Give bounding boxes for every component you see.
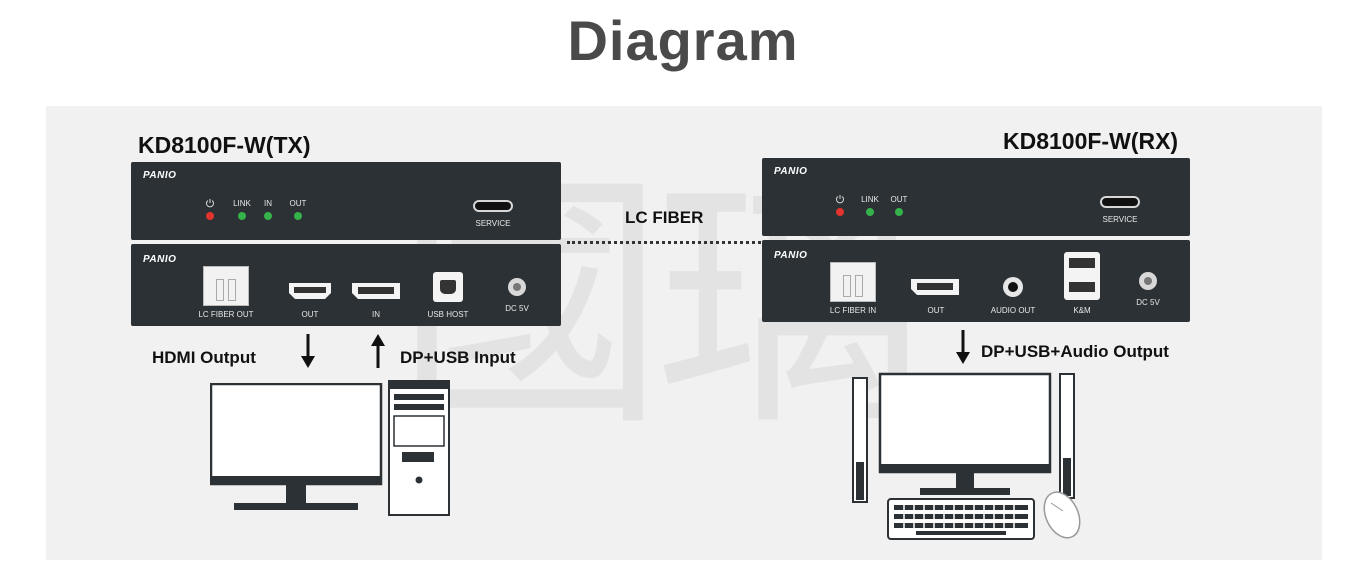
tx-service-port bbox=[473, 200, 513, 212]
arrow-down-icon bbox=[301, 334, 315, 368]
tx-indicator-in-label: IN bbox=[264, 199, 272, 208]
rx-indicator-out-label: OUT bbox=[890, 195, 908, 204]
arrow-down-icon bbox=[956, 330, 970, 364]
rx-rear-brand-logo: PANIO bbox=[774, 250, 808, 261]
tx-front-panel: PANIO LINK IN OUT SERVICE bbox=[131, 162, 561, 240]
rx-km-label: K&M bbox=[1073, 306, 1091, 315]
tx-usb-host-label: USB HOST bbox=[427, 310, 469, 319]
tx-dc-power-label: DC 5V bbox=[505, 304, 529, 313]
rx-service-label: SERVICE bbox=[1102, 215, 1138, 224]
speaker-icon bbox=[852, 377, 868, 503]
rx-service-port bbox=[1100, 196, 1140, 208]
keyboard-icon bbox=[887, 498, 1035, 540]
rx-dp-out-label: OUT bbox=[927, 306, 945, 315]
tx-hdmi-out-port bbox=[289, 283, 331, 299]
rx-front-brand-logo: PANIO bbox=[774, 166, 808, 177]
tx-rear-panel: PANIO LC FIBER OUT OUT IN USB HOST DC 5V bbox=[131, 244, 561, 326]
rx-out-led bbox=[895, 208, 903, 216]
rx-lc-fiber-in-port bbox=[830, 262, 876, 302]
tx-dc-power-port bbox=[508, 278, 526, 296]
tx-out-led bbox=[294, 212, 302, 220]
tx-front-brand-logo: PANIO bbox=[143, 170, 177, 181]
tx-power-led bbox=[206, 212, 214, 220]
tx-hdmi-out-label: OUT bbox=[301, 310, 319, 319]
tx-in-led bbox=[264, 212, 272, 220]
tx-hdmi-output-caption: HDMI Output bbox=[152, 348, 256, 367]
tx-rear-brand-logo: PANIO bbox=[143, 254, 177, 265]
rx-dp-usb-audio-output-caption: DP+USB+Audio Output bbox=[981, 342, 1169, 361]
mouse-icon bbox=[1043, 491, 1081, 539]
tx-link-led bbox=[238, 212, 246, 220]
tx-device-title: KD8100F-W(TX) bbox=[138, 132, 311, 158]
pc-tower-icon bbox=[388, 380, 450, 516]
tx-lc-fiber-out-port bbox=[203, 266, 249, 306]
rx-device-title: KD8100F-W(RX) bbox=[1003, 128, 1179, 154]
rx-indicator-link-label: LINK bbox=[861, 195, 879, 204]
rx-audio-out-port bbox=[1003, 277, 1023, 297]
rx-dp-out-port bbox=[911, 279, 959, 295]
monitor-screen-glare bbox=[318, 391, 368, 427]
monitor-icon bbox=[878, 372, 1052, 495]
tx-dp-in-label: IN bbox=[372, 310, 380, 319]
rx-km-usb-ports bbox=[1064, 252, 1100, 300]
tx-service-label: SERVICE bbox=[475, 219, 511, 228]
page-title: Diagram bbox=[567, 9, 799, 72]
tx-dp-in-port bbox=[352, 283, 400, 299]
speaker-icon bbox=[1059, 373, 1075, 499]
rx-dc-power-port bbox=[1139, 272, 1157, 290]
rx-power-led bbox=[836, 208, 844, 216]
rx-dc-power-label: DC 5V bbox=[1136, 298, 1160, 307]
power-icon bbox=[836, 195, 844, 204]
tx-dp-usb-input-caption: DP+USB Input bbox=[400, 348, 516, 367]
lc-fiber-link bbox=[567, 241, 761, 244]
rx-rear-panel: PANIO LC FIBER IN OUT AUDIO OUT K&M DC 5… bbox=[762, 240, 1190, 322]
lc-fiber-label: LC FIBER bbox=[625, 208, 704, 227]
rx-audio-out-label: AUDIO OUT bbox=[990, 306, 1036, 315]
tx-indicator-out-label: OUT bbox=[289, 199, 307, 208]
tx-indicator-link-label: LINK bbox=[233, 199, 251, 208]
power-icon bbox=[206, 199, 214, 208]
tx-lc-fiber-out-label: LC FIBER OUT bbox=[198, 310, 254, 319]
tx-usb-host-port bbox=[433, 272, 463, 302]
rx-link-led bbox=[866, 208, 874, 216]
rx-front-panel: PANIO LINK OUT SERVICE bbox=[762, 158, 1190, 236]
arrow-up-icon bbox=[371, 334, 385, 368]
rx-lc-fiber-in-label: LC FIBER IN bbox=[829, 306, 877, 315]
